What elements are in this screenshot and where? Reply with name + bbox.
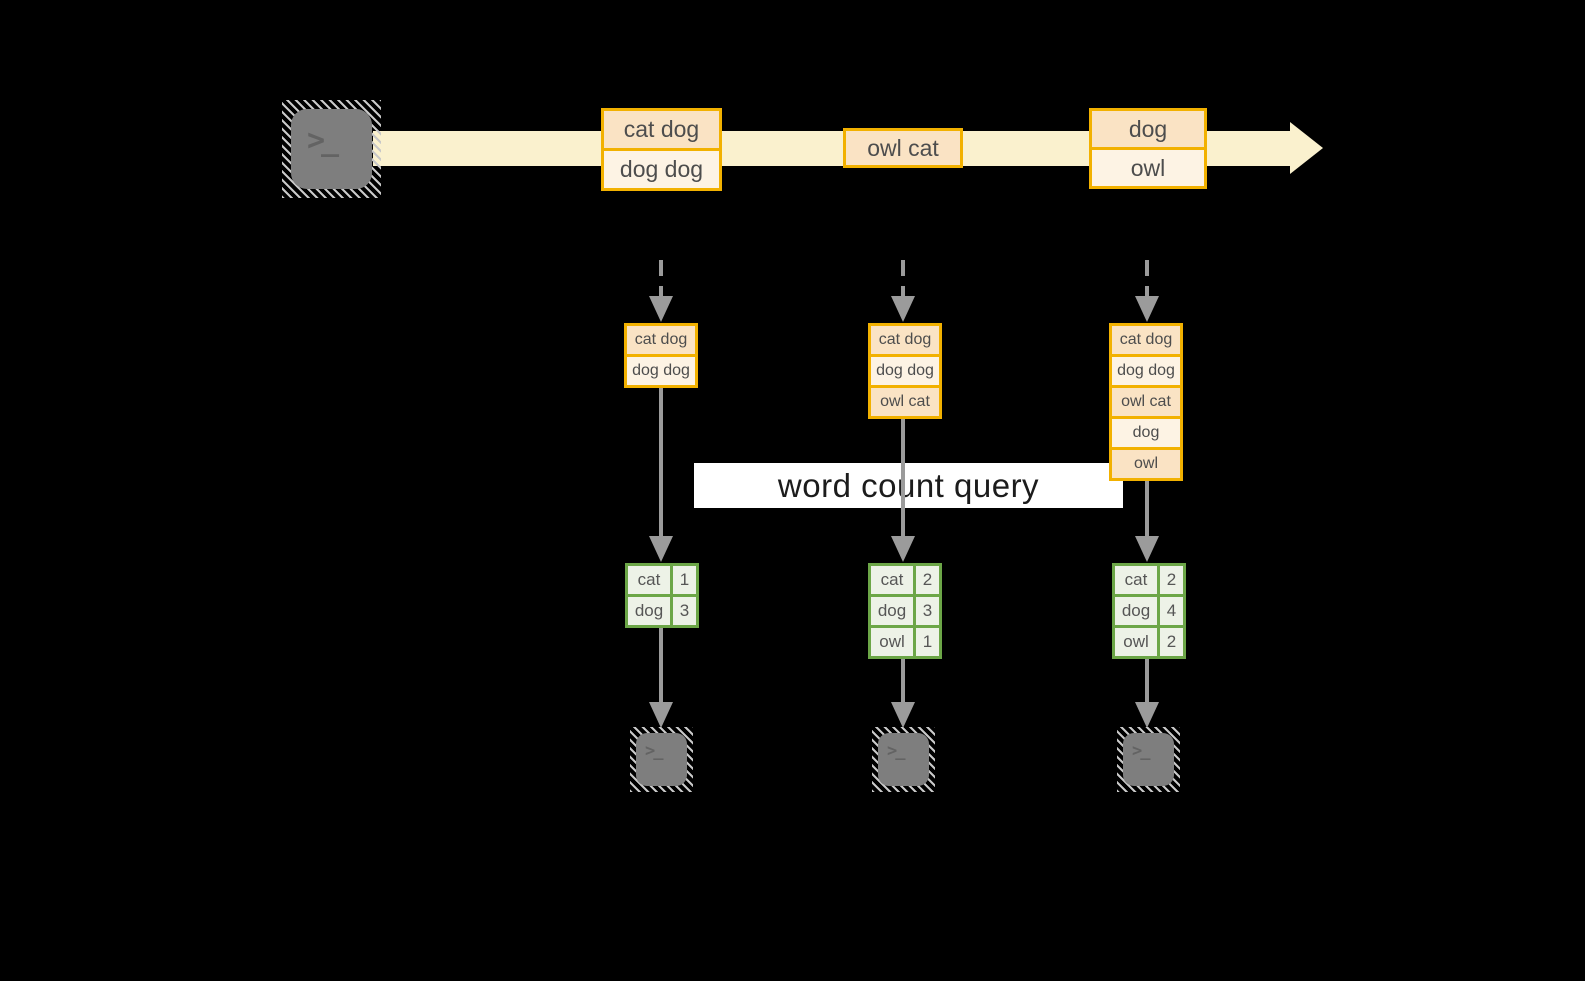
word-cell: cat — [1115, 566, 1157, 594]
arrow-head — [649, 536, 673, 562]
dashed-arrow-line — [1145, 260, 1149, 296]
stream-arrow-head — [1290, 122, 1323, 174]
count-cell: 2 — [1160, 566, 1183, 594]
count-table-2: cat 2 dog 3 owl 1 — [868, 563, 942, 659]
stack-row: owl cat — [1112, 385, 1180, 416]
stack-row: owl — [1112, 447, 1180, 478]
sink-terminal-icon-2: >_ — [872, 727, 935, 792]
sink-terminal-icon-3: >_ — [1117, 727, 1180, 792]
stack-row: cat dog — [627, 326, 695, 354]
prompt-icon: >_ — [645, 741, 664, 761]
source-terminal-icon: >_ — [282, 100, 381, 198]
terminal-screen: >_ — [878, 733, 929, 786]
arrow-line — [1145, 659, 1149, 702]
arrow-head — [891, 702, 915, 728]
stack-row: dog dog — [871, 354, 939, 385]
count-cell: 1 — [673, 566, 696, 594]
event-batch-3: dog owl — [1089, 108, 1207, 189]
word-cell: dog — [1115, 597, 1157, 625]
arrow-line — [901, 417, 905, 536]
event-line: dog dog — [604, 148, 719, 188]
table-row: owl 2 — [1115, 628, 1183, 656]
dashed-arrow-head — [1135, 296, 1159, 322]
count-cell: 1 — [916, 628, 939, 656]
stack-row: dog dog — [627, 354, 695, 385]
count-table-1: cat 1 dog 3 — [625, 563, 699, 628]
word-cell: dog — [871, 597, 913, 625]
arrow-line — [901, 659, 905, 702]
arrow-head — [649, 702, 673, 728]
stack-row: dog — [1112, 416, 1180, 447]
count-cell: 3 — [916, 597, 939, 625]
stack-row: cat dog — [1112, 326, 1180, 354]
terminal-screen: >_ — [636, 733, 687, 786]
table-row: dog 3 — [871, 597, 939, 625]
prompt-icon: >_ — [307, 123, 339, 158]
count-cell: 3 — [673, 597, 696, 625]
word-cell: cat — [628, 566, 670, 594]
count-cell: 4 — [1160, 597, 1183, 625]
table-row: dog 4 — [1115, 597, 1183, 625]
prompt-icon: >_ — [887, 741, 906, 761]
input-stack-3: cat dog dog dog owl cat dog owl — [1109, 323, 1183, 481]
terminal-screen: >_ — [291, 109, 372, 189]
table-row: dog 3 — [628, 597, 696, 625]
table-row: cat 1 — [628, 566, 696, 594]
dashed-arrow-head — [649, 296, 673, 322]
dashed-arrow-head — [891, 296, 915, 322]
table-row: cat 2 — [871, 566, 939, 594]
event-batch-1: cat dog dog dog — [601, 108, 722, 191]
event-batch-2: owl cat — [843, 128, 963, 168]
arrow-head — [891, 536, 915, 562]
input-stack-2: cat dog dog dog owl cat — [868, 323, 942, 419]
arrow-head — [1135, 702, 1159, 728]
word-cell: cat — [871, 566, 913, 594]
arrow-line — [659, 628, 663, 702]
word-cell: owl — [1115, 628, 1157, 656]
event-line: cat dog — [604, 111, 719, 148]
count-cell: 2 — [916, 566, 939, 594]
prompt-icon: >_ — [1132, 741, 1151, 761]
count-cell: 2 — [1160, 628, 1183, 656]
terminal-screen: >_ — [1123, 733, 1174, 786]
event-line: owl cat — [846, 131, 960, 165]
arrow-line — [659, 386, 663, 536]
sink-terminal-icon-1: >_ — [630, 727, 693, 792]
dashed-arrow-line — [659, 260, 663, 296]
word-cell: dog — [628, 597, 670, 625]
event-line: owl — [1092, 147, 1204, 186]
table-row: owl 1 — [871, 628, 939, 656]
count-table-3: cat 2 dog 4 owl 2 — [1112, 563, 1186, 659]
table-row: cat 2 — [1115, 566, 1183, 594]
input-stack-1: cat dog dog dog — [624, 323, 698, 388]
query-label: word count query — [694, 463, 1123, 508]
arrow-head — [1135, 536, 1159, 562]
arrow-line — [1145, 479, 1149, 536]
stack-row: cat dog — [871, 326, 939, 354]
stack-row: dog dog — [1112, 354, 1180, 385]
event-line: dog — [1092, 111, 1204, 147]
word-cell: owl — [871, 628, 913, 656]
stack-row: owl cat — [871, 385, 939, 416]
dashed-arrow-line — [901, 260, 905, 296]
